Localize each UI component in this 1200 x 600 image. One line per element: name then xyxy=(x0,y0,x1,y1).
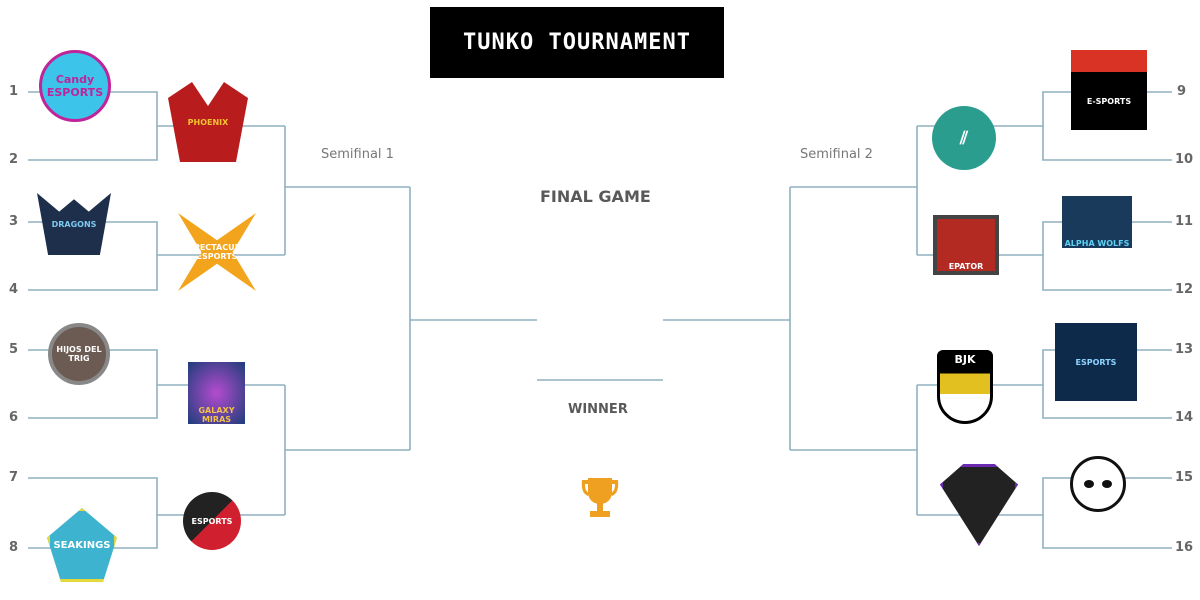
semifinal-2-label: Semifinal 2 xyxy=(800,147,873,162)
team-logo-epator: EPATOR xyxy=(933,215,999,275)
seed-number: 4 xyxy=(9,282,19,297)
tournament-title: TUNKO TOURNAMENT xyxy=(430,7,724,78)
seed-number: 14 xyxy=(1175,410,1194,425)
team-logo-phoenix: PHOENIX xyxy=(168,82,248,162)
seed-number: 6 xyxy=(9,410,19,425)
bracket-line xyxy=(284,126,537,515)
team-logo-claw: ⫽ xyxy=(932,106,996,170)
seed-number: 13 xyxy=(1175,342,1194,357)
team-logo-espor: E-SPORTS xyxy=(1071,50,1147,130)
seed-number: 2 xyxy=(9,152,19,167)
seed-number: 8 xyxy=(9,540,19,555)
trophy-icon xyxy=(581,478,619,517)
team-logo-blue: ESPORTS xyxy=(1055,323,1137,401)
seed-number: 5 xyxy=(9,342,19,357)
team-logo-candy: Candy ESPORTS xyxy=(39,50,111,122)
seed-number: 3 xyxy=(9,214,19,229)
seed-number: 7 xyxy=(9,470,19,485)
winner-label: WINNER xyxy=(568,402,628,417)
team-logo-red-team: ESPORTS xyxy=(183,492,241,550)
final-game-label: FINAL GAME xyxy=(540,187,651,206)
seed-number: 9 xyxy=(1177,84,1187,99)
seed-number: 12 xyxy=(1175,282,1194,297)
bracket-line xyxy=(663,126,918,515)
team-logo-panda xyxy=(1070,456,1126,512)
seed-number: 15 xyxy=(1175,470,1194,485)
team-logo-bjk: BJK xyxy=(937,350,993,424)
team-logo-galaxy: GALAXY MIRAS xyxy=(188,362,245,424)
seed-number: 1 xyxy=(9,84,19,99)
semifinal-1-label: Semifinal 1 xyxy=(321,147,394,162)
team-logo-dragons: DRAGONS xyxy=(37,193,111,255)
seed-number: 16 xyxy=(1175,540,1194,555)
seed-number: 11 xyxy=(1175,214,1194,229)
team-logo-alpha: ALPHA WOLFS xyxy=(1062,196,1132,248)
seed-number: 10 xyxy=(1175,152,1194,167)
team-logo-hijos: HIJOS DEL TRIG xyxy=(48,323,110,385)
